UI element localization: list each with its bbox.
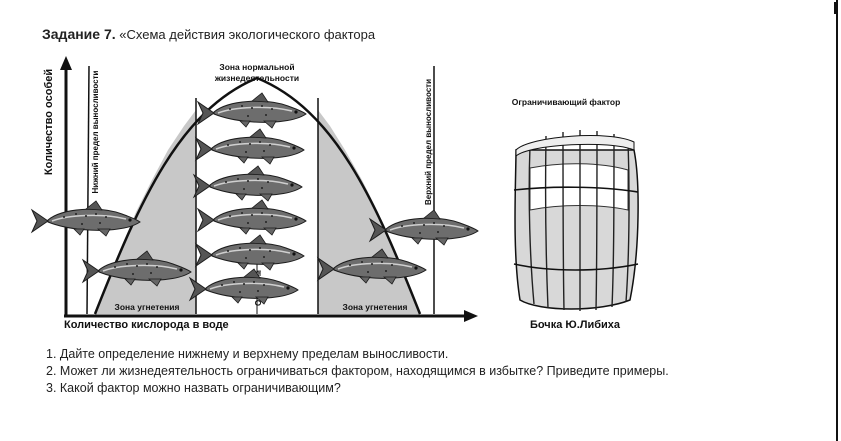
fish-icon	[31, 200, 141, 237]
oppression-label-right: Зона угнетения	[343, 302, 408, 312]
x-axis-arrow	[464, 310, 478, 322]
page-edge-mark	[826, 2, 836, 14]
y-axis-label: Количество особей	[43, 69, 55, 175]
barrel-rim	[515, 135, 635, 158]
fish-icon	[189, 268, 299, 305]
task-title-text: «Схема действия экологического фактора	[119, 27, 376, 42]
fish-icon	[197, 92, 307, 129]
fish-icon	[195, 128, 305, 165]
fish-icon	[197, 199, 307, 236]
task-title: Задание 7. «Схема действия экологическог…	[42, 26, 375, 42]
barrel-caption: Бочка Ю.Либиха	[530, 319, 621, 331]
question-item: 2. Может ли жизнедеятельность ограничива…	[46, 364, 669, 378]
y-axis-arrow	[60, 56, 72, 70]
zone-normal-label-line1: Зона нормальной	[219, 62, 294, 72]
barrel-hoop	[513, 263, 639, 271]
tolerance-curve	[93, 76, 422, 315]
limiting-factor-label: Ограничивающий фактор	[512, 97, 621, 107]
oppression-label-left: Зона угнетения	[115, 302, 180, 312]
fish-icon	[195, 234, 305, 271]
upper-limit-label: Верхний предел выносливости	[424, 79, 433, 205]
question-item: 3. Какой фактор можно назвать ограничива…	[46, 381, 341, 395]
fish-icon	[193, 165, 303, 202]
task-label: Задание 7.	[42, 26, 116, 42]
liebig-barrel: Ограничивающий фактор Бочка Ю.Либиха	[512, 97, 639, 331]
zone-normal-label-line2: жизнедеятельности	[214, 73, 299, 83]
x-axis-label: Количество кислорода в воде	[64, 319, 229, 331]
tolerance-chart: Количество особей Количество кислорода в…	[31, 56, 479, 331]
page-edge-line	[836, 0, 838, 441]
lower-limit-label: Нижний предел выносливости	[91, 70, 100, 193]
question-list: 1. Дайте определение нижнему и верхнему …	[46, 346, 669, 397]
question-item: 1. Дайте определение нижнему и верхнему …	[46, 347, 449, 361]
barrel-staves	[528, 130, 630, 311]
barrel-hoop	[513, 186, 639, 193]
